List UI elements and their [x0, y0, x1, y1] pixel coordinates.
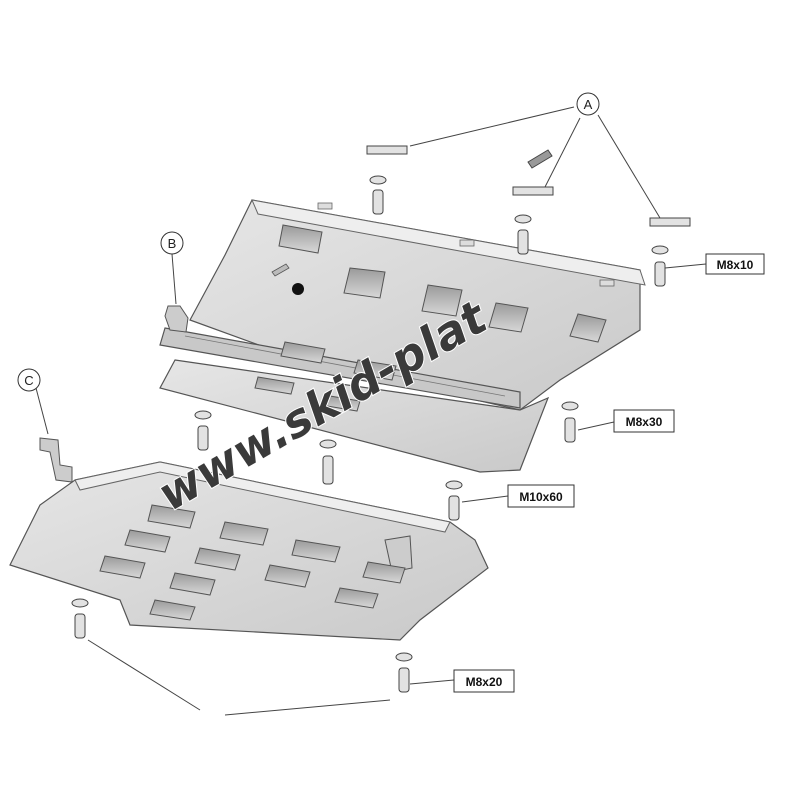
label-m8x30: M8x30	[613, 409, 675, 433]
callout-c: C	[17, 368, 41, 392]
cage-nut-a1	[366, 145, 408, 155]
bracket-b	[164, 305, 189, 333]
label-m8x20: M8x20	[453, 669, 515, 693]
leader-lines	[35, 106, 707, 716]
cage-nut-a2	[512, 186, 554, 196]
lower-vent-slots	[99, 504, 406, 621]
callout-b: B	[160, 231, 184, 255]
m10x60-text: M10x60	[519, 490, 563, 504]
label-m10x60: M10x60	[507, 484, 575, 508]
mount-hole-icon	[292, 283, 304, 295]
bracket-c	[39, 437, 73, 483]
lower-plate	[9, 437, 489, 641]
label-m8x10: M8x10	[705, 253, 765, 275]
m8x20-text: M8x20	[466, 675, 503, 689]
cage-nut-a3	[649, 217, 691, 227]
callout-a: A	[576, 92, 600, 116]
callout-c-label: C	[24, 373, 33, 388]
m8x10-text: M8x10	[717, 258, 754, 272]
upper-vent-slots	[254, 224, 607, 412]
callout-b-label: B	[168, 236, 177, 251]
m8x30-text: M8x30	[626, 415, 663, 429]
hardware	[71, 145, 691, 693]
callout-a-label: A	[584, 97, 593, 112]
